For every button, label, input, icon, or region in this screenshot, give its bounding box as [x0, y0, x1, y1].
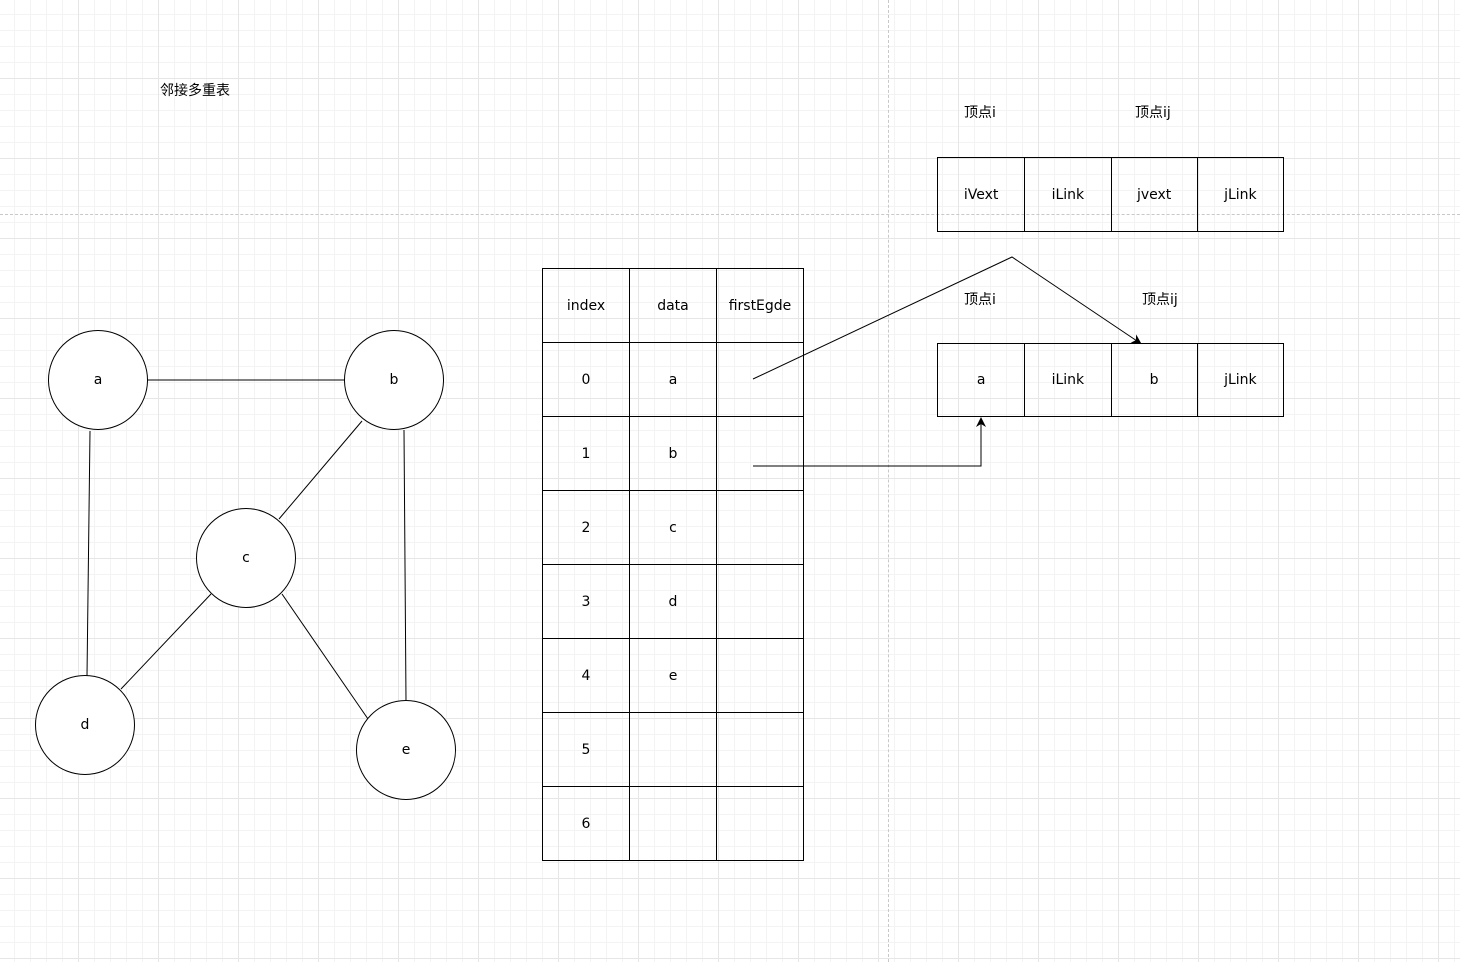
table-row: 6: [542, 786, 804, 861]
graph-node-e: e: [356, 700, 456, 800]
example-label-vertex-i: 顶点i: [964, 292, 996, 308]
field-jvex: jvext: [1110, 158, 1197, 231]
node-label: d: [80, 717, 90, 733]
cell-index: 5: [542, 712, 630, 787]
cell-first-edge: [716, 564, 804, 639]
cell-index: 6: [542, 786, 630, 861]
table-row: 5: [542, 712, 804, 787]
field-jvex-value: b: [1110, 344, 1197, 416]
cell-first-edge: [716, 786, 804, 861]
field-ivex-value: a: [976, 372, 986, 388]
cell-index: 4: [542, 638, 630, 713]
edge-node-example: a iLink b jLink: [937, 343, 1284, 417]
cell-data: b: [629, 416, 717, 491]
diagram-title: 邻接多重表: [160, 83, 230, 99]
cell-data: e: [629, 638, 717, 713]
cell-index: 2: [542, 490, 630, 565]
table-header-row: index data firstEgde: [542, 268, 804, 343]
cell-first-edge: [716, 638, 804, 713]
cell-data: [629, 786, 717, 861]
node-label: e: [401, 742, 411, 758]
table-row: 1 b: [542, 416, 804, 491]
table-row: 2 c: [542, 490, 804, 565]
header-index: index: [542, 268, 630, 343]
cell-index: 1: [542, 416, 630, 491]
graph-edge-c-d: [120, 593, 212, 690]
cell-first-edge: [716, 416, 804, 491]
graph-node-a: a: [48, 330, 148, 430]
field-jlink: jLink: [1196, 344, 1283, 416]
graph-node-d: d: [35, 675, 135, 775]
cell-first-edge: [716, 342, 804, 417]
field-ivex: iVext: [963, 186, 999, 203]
field-jlink: jLink: [1196, 158, 1283, 231]
table-row: 3 d: [542, 564, 804, 639]
field-ilink: iLink: [1024, 158, 1110, 231]
graph-node-b: b: [344, 330, 444, 430]
page-break-vertical: [888, 0, 889, 962]
cell-data: a: [629, 342, 717, 417]
cell-data: c: [629, 490, 717, 565]
cell-data: d: [629, 564, 717, 639]
cell-index: 3: [542, 564, 630, 639]
field-ilink: iLink: [1024, 344, 1110, 416]
cell-first-edge: [716, 490, 804, 565]
graph-edge-b-e: [403, 429, 407, 702]
cell-data: [629, 712, 717, 787]
node-label: a: [93, 372, 103, 388]
node-label: c: [242, 550, 250, 566]
graph-edge-a-d: [86, 430, 91, 677]
vertex-table: index data firstEgde 0 a 1 b 2 c 3 d 4 e: [542, 268, 804, 861]
header-first-edge: firstEgde: [716, 268, 804, 343]
table-row: 4 e: [542, 638, 804, 713]
node-label: b: [389, 372, 399, 388]
template-label-vertex-i: 顶点i: [964, 105, 996, 121]
pointer-arrow-a: [752, 256, 1142, 380]
page-break-horizontal: [0, 214, 1460, 215]
template-label-vertex-j: 顶点ij: [1135, 105, 1171, 121]
table-row: 0 a: [542, 342, 804, 417]
cell-first-edge: [716, 712, 804, 787]
cell-index: 0: [542, 342, 630, 417]
graph-edge-b-c: [278, 420, 363, 520]
graph-node-c: c: [196, 508, 296, 608]
edge-node-template: iVext iLink jvext jLink: [937, 157, 1284, 232]
header-data: data: [629, 268, 717, 343]
graph-edge-c-e: [281, 593, 369, 720]
example-label-vertex-j: 顶点ij: [1142, 292, 1178, 308]
pointer-arrow-b: [753, 417, 986, 467]
